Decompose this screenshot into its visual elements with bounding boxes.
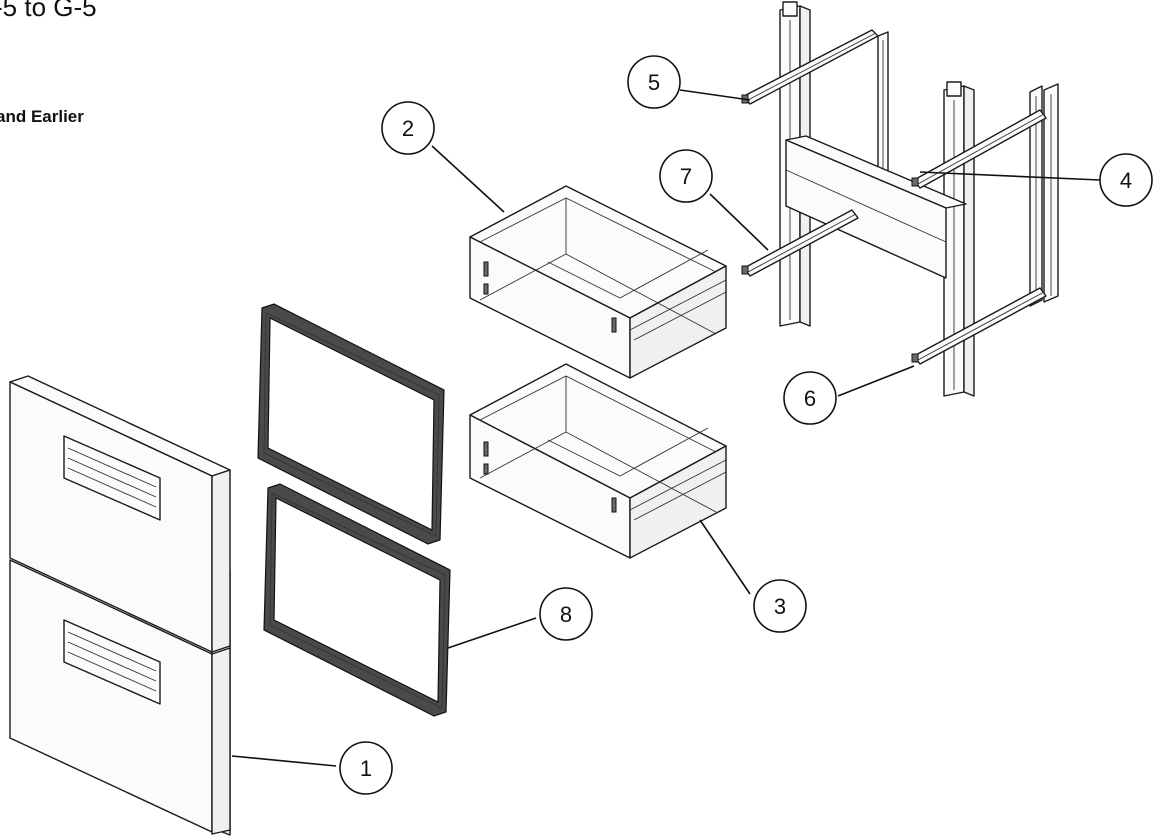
drawer-front-lower — [9, 559, 231, 835]
drawer-fronts — [9, 375, 231, 836]
door-gaskets — [257, 303, 451, 717]
drawer-pan-lower — [469, 363, 727, 559]
drawer-frame-assembly — [741, 1, 1059, 397]
svg-text:4: 4 — [1120, 168, 1132, 193]
callout-1: 1 — [339, 741, 393, 795]
slide-upper-right — [911, 109, 1047, 189]
page-title: -5 to G-5 — [0, 0, 97, 22]
leader-5 — [679, 89, 751, 101]
svg-text:3: 3 — [774, 594, 786, 619]
slide-lower-left — [741, 209, 859, 277]
drawer-front-upper — [9, 375, 231, 836]
callout-4: 4 — [1099, 153, 1153, 207]
callout-6: 6 — [783, 371, 837, 425]
callout-7: 7 — [659, 149, 713, 203]
frame-upright-right — [943, 81, 1059, 397]
svg-text:5: 5 — [648, 70, 660, 95]
page-subtitle: and Earlier — [0, 107, 84, 126]
leader-6 — [837, 365, 915, 397]
svg-text:6: 6 — [804, 386, 816, 411]
callout-5: 5 — [627, 55, 681, 109]
leader-8 — [447, 617, 537, 649]
gasket-lower — [263, 483, 451, 717]
slide-upper-left — [741, 29, 879, 105]
callout-8: 8 — [539, 587, 593, 641]
leader-lines — [231, 89, 1101, 767]
svg-text:2: 2 — [402, 116, 414, 141]
gasket-upper — [257, 303, 445, 545]
leader-2 — [431, 145, 505, 213]
callout-2: 2 — [381, 101, 435, 155]
svg-text:1: 1 — [360, 756, 372, 781]
callout-3: 3 — [753, 579, 807, 633]
leader-1 — [231, 755, 337, 767]
svg-text:7: 7 — [680, 164, 692, 189]
leader-7 — [709, 193, 769, 251]
drawer-pan-upper — [469, 185, 727, 379]
leader-3 — [699, 519, 751, 595]
frame-cross-panel — [785, 135, 967, 279]
leader-4 — [919, 171, 1101, 181]
svg-text:8: 8 — [560, 602, 572, 627]
slide-lower-right — [911, 287, 1047, 365]
